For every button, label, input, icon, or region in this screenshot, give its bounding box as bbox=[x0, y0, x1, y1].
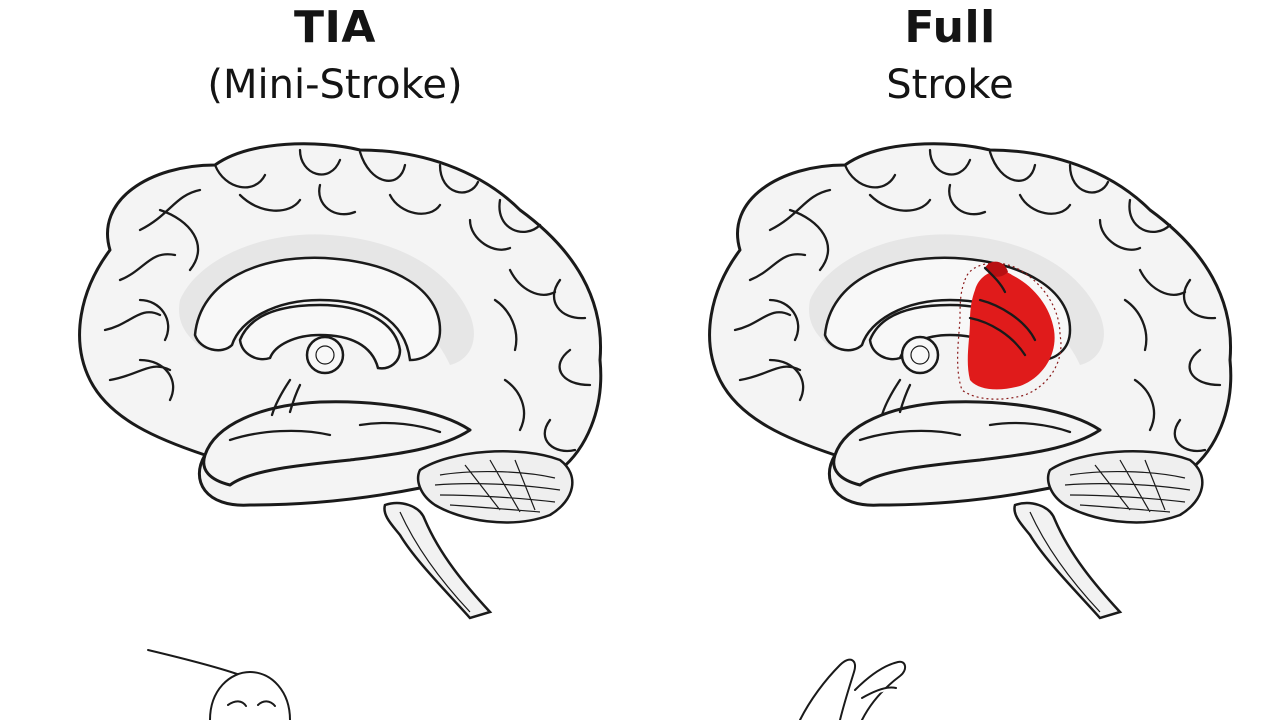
brain-illustration-tia bbox=[78, 142, 603, 720]
brain-illustration-full bbox=[708, 142, 1233, 720]
brain-icon bbox=[708, 142, 1233, 620]
face-sketch-icon bbox=[147, 649, 291, 720]
panel-full: Full Stroke bbox=[640, 0, 1280, 720]
panel-full-subtitle: Stroke bbox=[886, 62, 1014, 108]
panel-tia-title: TIA bbox=[294, 2, 376, 53]
panel-full-title: Full bbox=[904, 2, 996, 53]
stroke-lesion-area bbox=[957, 261, 1062, 400]
panel-tia: TIA (Mini-Stroke) bbox=[78, 2, 603, 720]
brain-icon bbox=[78, 142, 603, 620]
hand-sketch-icon bbox=[799, 658, 906, 720]
panel-tia-subtitle: (Mini-Stroke) bbox=[207, 62, 463, 108]
